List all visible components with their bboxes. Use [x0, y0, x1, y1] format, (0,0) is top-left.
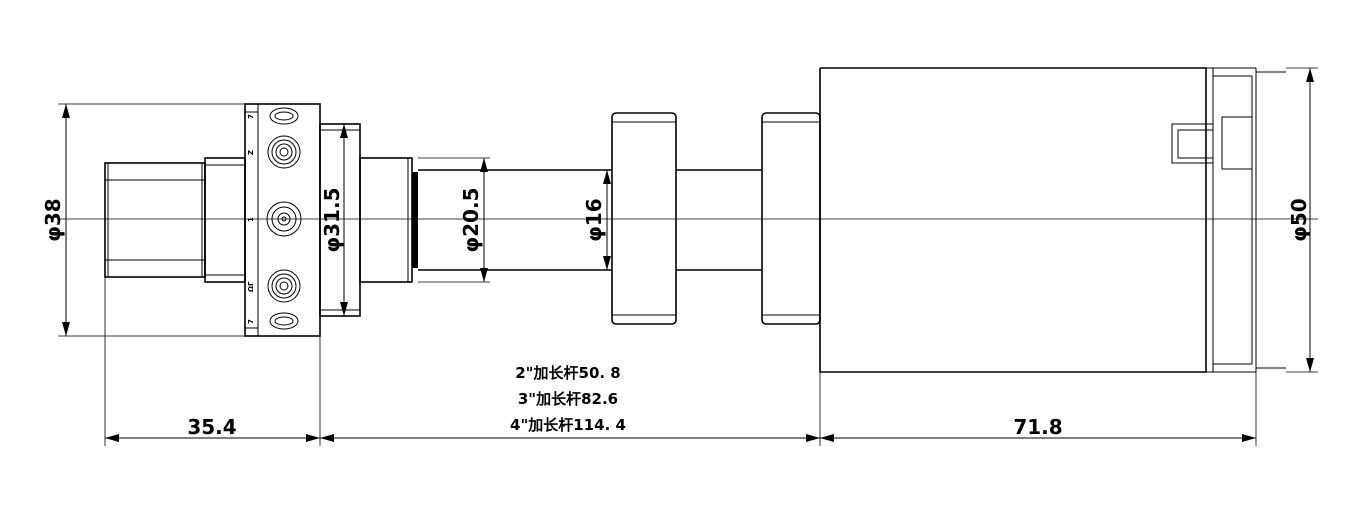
dim-dia-16 — [603, 170, 611, 270]
extension-note-line2: 3"加长杆82.6 — [518, 390, 618, 408]
extension-note-line1: 2"加长杆50. 8 — [515, 364, 620, 382]
port-label-4: ΩΓ — [247, 281, 255, 292]
dim-len-35-4 — [105, 434, 320, 442]
dim-dia-20-5 — [418, 157, 490, 283]
port-label-5: 7 — [247, 319, 255, 324]
label-dia-50: φ50 — [1287, 198, 1311, 241]
label-dia-20-5: φ20.5 — [459, 188, 483, 253]
extension-note-line3: 4"加长杆114. 4 — [510, 416, 626, 434]
step-body — [359, 157, 413, 283]
extension-lines — [104, 277, 1257, 446]
label-dia-38: φ38 — [41, 198, 65, 241]
port-bottom — [269, 312, 299, 330]
dim-len-71-8 — [820, 434, 1256, 442]
hex-nut — [104, 162, 206, 278]
port-center — [266, 201, 302, 237]
dim-dia-50 — [1286, 67, 1318, 373]
port-label-3: 1 — [247, 217, 255, 222]
port-top — [269, 107, 299, 125]
dim-extension — [320, 434, 820, 442]
shaft-16 — [676, 169, 762, 271]
dim-dia-38 — [58, 103, 245, 337]
port-label-2: Z — [247, 150, 255, 155]
label-dia-16: φ16 — [582, 198, 606, 241]
dim-dia-31-5 — [340, 124, 348, 316]
label-len-35-4: 35.4 — [187, 415, 236, 439]
cooling-fin-2 — [761, 112, 821, 325]
port-upper — [267, 135, 301, 169]
cooling-fin-1 — [611, 112, 677, 325]
shaft-20-5 — [418, 169, 612, 271]
nut-neck — [204, 157, 246, 283]
port-label-1: 7 — [247, 114, 255, 119]
main-housing — [819, 67, 1286, 373]
label-len-71-8: 71.8 — [1013, 415, 1062, 439]
label-dia-31-5: φ31.5 — [320, 188, 344, 253]
port-lower — [267, 269, 301, 303]
seal-band — [412, 172, 418, 268]
